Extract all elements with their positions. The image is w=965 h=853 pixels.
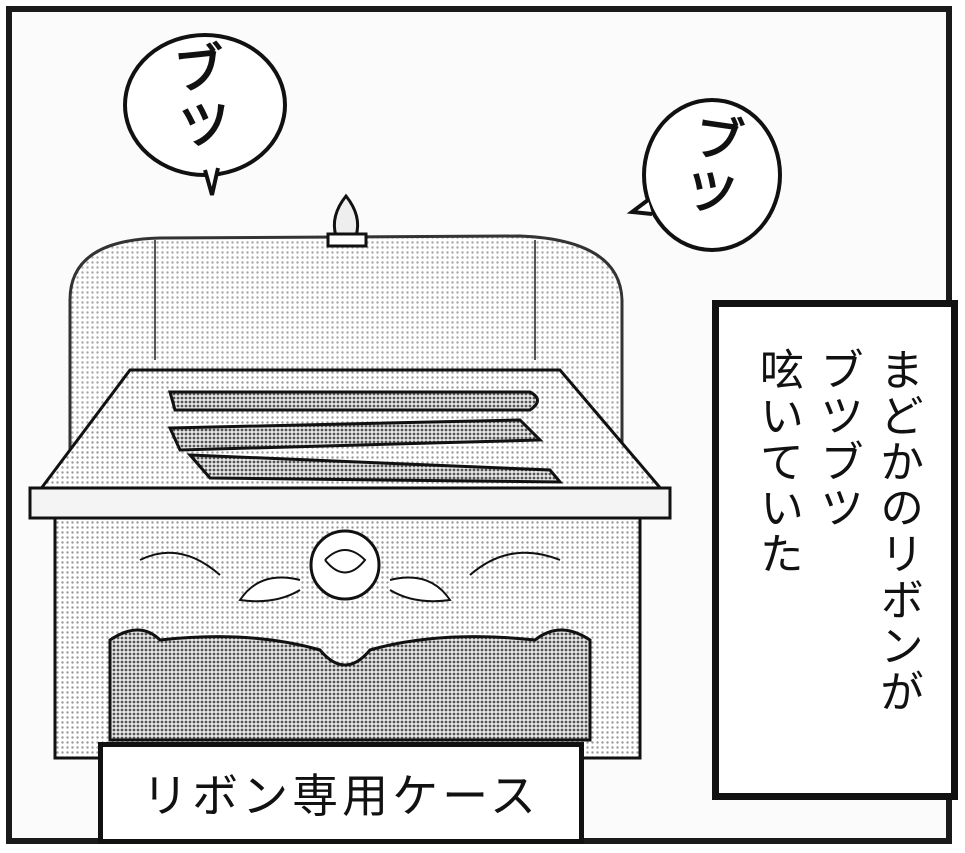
narration-box: まどかのリボンが ブツブツ 呟いていた	[712, 300, 958, 800]
ribbons	[167, 390, 564, 484]
case-label-text: リボン専用ケース	[142, 769, 540, 823]
narration-text: まどかのリボンが ブツブツ 呟いていた	[752, 347, 923, 715]
sound-effect-1: ブツ	[161, 39, 233, 157]
dome-knob	[326, 193, 368, 248]
speech-bubble-2	[626, 98, 782, 252]
sound-effect-2: ブツ	[674, 108, 748, 224]
case-label-box: リボン専用ケース	[98, 742, 584, 844]
ornate-base	[53, 516, 642, 760]
speech-bubble-1	[123, 33, 287, 196]
